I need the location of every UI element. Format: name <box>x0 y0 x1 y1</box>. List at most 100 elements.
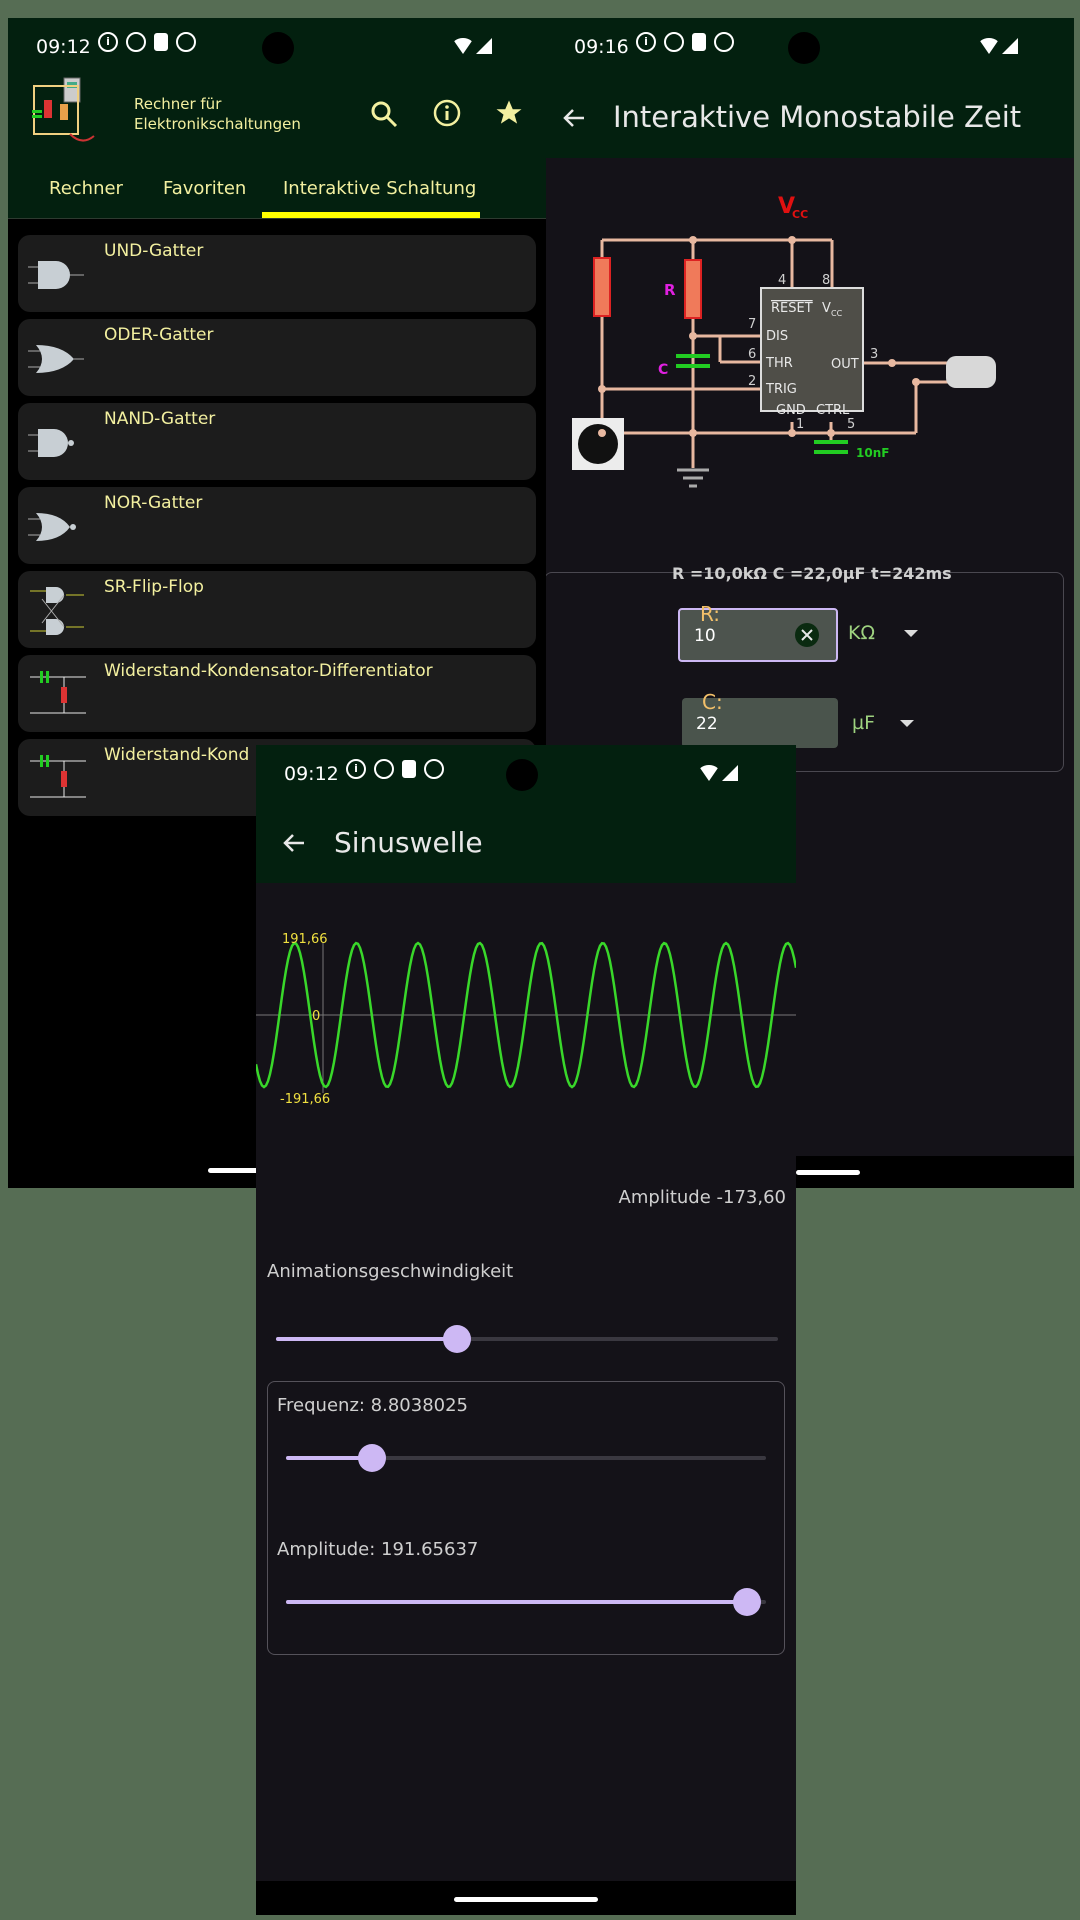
app-logo <box>32 77 95 142</box>
camera-cutout <box>262 32 294 64</box>
y-tick-zero: 0 <box>312 1009 320 1024</box>
status-icons: i <box>346 759 444 779</box>
status-bar: 09:16 i <box>546 18 1074 74</box>
and-gate-icon <box>28 261 84 289</box>
camera-cutout <box>506 759 538 791</box>
ic-vcc-label: V <box>822 301 831 316</box>
app-title: Rechner für Elektronikschaltungen <box>134 94 301 134</box>
rc-circuit-icon <box>30 671 86 714</box>
c-label: C <box>658 362 668 378</box>
info-icon[interactable] <box>432 98 462 128</box>
app-title-line1: Rechner für <box>134 95 222 113</box>
r-unit-dropdown-icon[interactable] <box>904 630 918 637</box>
y-tick-max: 191,66 <box>282 932 328 947</box>
pin-out-label: OUT <box>831 357 859 372</box>
slider-thumb[interactable] <box>358 1444 387 1472</box>
app-header: 09:16 i Interaktive Monostabile Zeit <box>546 18 1074 158</box>
status-time: 09:12 <box>284 763 339 785</box>
search-icon[interactable] <box>370 100 398 128</box>
pin-number: 2 <box>748 374 756 389</box>
c-input-label: C: <box>702 690 723 714</box>
sd-card-icon <box>154 33 168 51</box>
amplitude-slider[interactable] <box>286 1588 766 1616</box>
pin-number: 7 <box>748 317 756 332</box>
pin-number: 6 <box>748 347 756 362</box>
c-input-value[interactable]: 22 <box>696 714 718 734</box>
back-arrow-icon[interactable] <box>560 104 588 132</box>
pin-ctrl-label: CTRL <box>816 403 850 418</box>
status-time: 09:16 <box>574 36 629 58</box>
status-icons: i <box>98 32 196 52</box>
shield-status-icon <box>374 759 394 779</box>
app-status-icon <box>424 759 444 779</box>
list-item-sr-flip-flop[interactable]: SR-Flip-Flop <box>18 571 536 648</box>
app-header: 09:12 i Sinuswelle <box>256 745 796 883</box>
sd-card-icon <box>402 760 416 778</box>
frequency-slider[interactable] <box>286 1444 766 1472</box>
speed-slider[interactable] <box>276 1325 778 1353</box>
ic-vcc-subscript: CC <box>831 309 843 318</box>
pin-thr-label: THR <box>765 356 793 371</box>
star-icon[interactable] <box>494 98 524 128</box>
list-item-nor-gatter[interactable]: NOR-Gatter <box>18 487 536 564</box>
list-item-label: NAND-Gatter <box>104 409 216 429</box>
list-item-nand-gatter[interactable]: NAND-Gatter <box>18 403 536 480</box>
page-title: Interaktive Monostabile Zeit <box>613 100 1022 134</box>
tab-rechner[interactable]: Rechner <box>49 178 123 199</box>
sine-wave-chart: 191,66 0 -191,66 <box>256 932 796 1107</box>
r-input-value[interactable]: 10 <box>694 626 716 646</box>
back-arrow-icon[interactable] <box>280 829 308 857</box>
pin-number: 3 <box>870 347 878 362</box>
vcc-subscript: CC <box>792 208 808 221</box>
values-form <box>546 572 1064 772</box>
amplitude-readout: Amplitude -173,60 <box>618 1187 786 1208</box>
status-bar: 09:12 i <box>256 745 796 801</box>
list-item-und-gatter[interactable]: UND-Gatter <box>18 235 536 312</box>
c-input-field[interactable]: C: 22 <box>682 690 838 748</box>
slider-thumb[interactable] <box>732 1588 761 1616</box>
vcc-label: V <box>778 194 795 219</box>
info-status-icon: i <box>346 759 366 779</box>
clear-icon[interactable] <box>794 622 820 648</box>
rc-circuit-icon <box>30 755 86 798</box>
list-item-label: NOR-Gatter <box>104 493 203 513</box>
r-unit-label[interactable]: KΩ <box>848 622 875 644</box>
timing-summary: R =10,0kΩ C =22,0µF t=242ms <box>672 564 952 583</box>
slider-thumb[interactable] <box>442 1325 471 1353</box>
list-item-oder-gatter[interactable]: ODER-Gatter <box>18 319 536 396</box>
speed-label: Animationsgeschwindigkeit <box>267 1261 514 1282</box>
amplitude-label: Amplitude: 191.65637 <box>277 1539 479 1560</box>
pin-dis-label: DIS <box>766 329 788 344</box>
sine-wave-series <box>256 941 796 1089</box>
r-input-field[interactable]: R: 10 <box>678 602 838 662</box>
nor-gate-icon <box>28 513 76 541</box>
nand-gate-icon <box>28 429 74 457</box>
tab-favoriten[interactable]: Favoriten <box>163 178 247 199</box>
cap-value-label: 10nF <box>856 446 889 460</box>
list-item-rc-differentiator[interactable]: Widerstand-Kondensator-Differentiator <box>18 655 536 732</box>
slider-fill <box>286 1456 373 1460</box>
home-indicator[interactable] <box>454 1897 598 1902</box>
pin-reset-label: RESET <box>771 301 813 316</box>
signal-icon <box>476 38 492 54</box>
c-unit-dropdown-icon[interactable] <box>900 720 914 727</box>
y-tick-min: -191,66 <box>280 1092 330 1107</box>
status-icons: i <box>636 32 734 52</box>
tab-interaktive-schaltung[interactable]: Interaktive Schaltung <box>283 178 477 199</box>
phone-calculator-list: 09:12 i Rechner für Elektronikschaltunge… <box>8 18 548 1188</box>
app-status-icon <box>176 32 196 52</box>
wifi-icon <box>978 38 1000 54</box>
status-time: 09:12 <box>36 36 91 58</box>
signal-icon <box>722 765 738 781</box>
wave-parameters-group <box>267 1381 785 1655</box>
pin-number: 8 <box>822 273 830 288</box>
wifi-icon <box>698 765 720 781</box>
flip-flop-icon <box>30 587 84 635</box>
app-status-icon <box>714 32 734 52</box>
info-status-icon: i <box>98 32 118 52</box>
frequency-label: Frequenz: 8.8038025 <box>277 1395 469 1416</box>
monostable-circuit-diagram: V CC R C 10nF RESET V CC DIS THR TRIG GN… <box>572 194 996 488</box>
home-indicator[interactable] <box>796 1170 860 1175</box>
c-unit-label[interactable]: µF <box>852 712 876 734</box>
pin-gnd-label: GND <box>776 403 806 418</box>
